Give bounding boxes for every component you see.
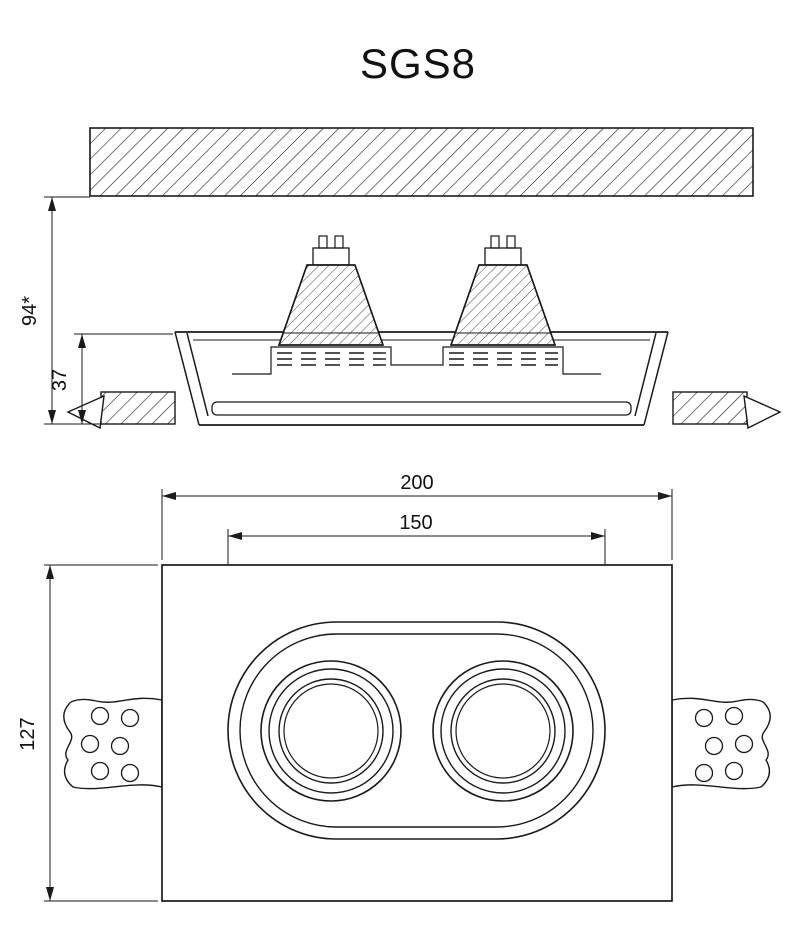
dimension-37: 37	[49, 333, 173, 424]
vent-slots-left	[277, 352, 386, 366]
dim-label-total-height: 94*	[19, 296, 41, 326]
lamp-opening-right	[432, 660, 574, 802]
dimension-94: 94*	[19, 196, 101, 425]
break-arrow-left-icon	[66, 394, 105, 430]
ceiling-cut-left	[66, 391, 176, 430]
lamp-left	[277, 235, 385, 346]
ceiling-cut-right	[672, 391, 782, 430]
dimension-150: 150	[227, 512, 606, 565]
drawing-title: SGS8	[360, 40, 476, 87]
fixture-face-plate	[161, 564, 673, 902]
mounting-tab-right	[671, 697, 771, 790]
lamp-right	[449, 235, 557, 346]
dimension-127: 127	[17, 564, 158, 902]
dimension-200: 200	[161, 472, 673, 560]
dim-label-outer-width: 200	[400, 472, 433, 494]
stadium-cutout	[227, 621, 606, 840]
break-arrow-right-icon	[743, 394, 782, 430]
vent-slots-right	[449, 352, 558, 366]
mounting-tab-left	[63, 697, 163, 790]
dim-label-height: 127	[17, 717, 39, 750]
dim-label-cutout-width: 150	[399, 512, 432, 534]
ceiling-slab-hatch	[89, 127, 754, 197]
fixture-housing-section	[174, 331, 669, 426]
front-view	[63, 564, 771, 902]
lamp-opening-left	[260, 660, 402, 802]
side-view	[66, 127, 782, 430]
dim-label-recess-depth: 37	[49, 369, 71, 391]
